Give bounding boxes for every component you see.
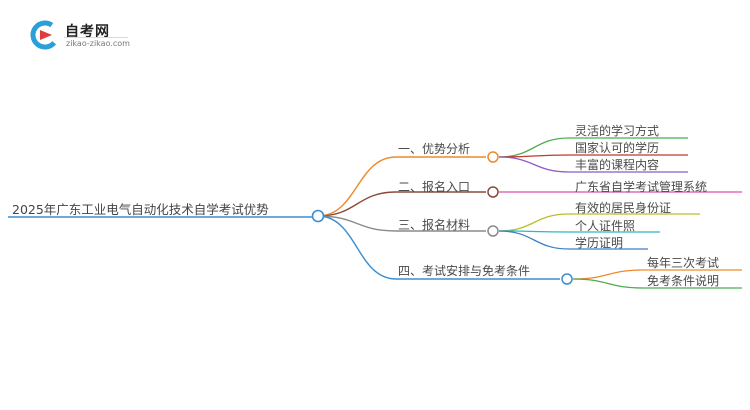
brand-url: zikao-zikao.com	[66, 39, 130, 48]
brand-divider	[64, 37, 128, 38]
branch-node	[487, 151, 499, 163]
branch-node	[561, 273, 573, 285]
leaf-degree-proof: 学历证明	[575, 236, 624, 250]
leaf-connector	[572, 269, 644, 280]
brand-logo-icon	[30, 20, 60, 50]
leaf-exam-system: 广东省自学考试管理系统	[575, 180, 708, 194]
leaf-connector	[498, 137, 570, 158]
leaf-rich-courses: 丰富的课程内容	[575, 158, 660, 172]
branch-schedule: 四、考试安排与免考条件	[398, 264, 531, 278]
leaf-connector	[498, 230, 570, 250]
branch-node	[487, 225, 499, 237]
leaf-connector	[498, 156, 570, 173]
leaf-recognized-degree: 国家认可的学历	[575, 141, 660, 155]
root-node	[311, 209, 325, 223]
branch-advantages: 一、优势分析	[398, 142, 471, 156]
leaf-id-card: 有效的居民身份证	[575, 201, 672, 215]
branch-connector	[317, 215, 397, 280]
branch-materials: 三、报名材料	[398, 218, 471, 232]
leaf-exemption: 免考条件说明	[647, 274, 720, 288]
leaf-connector	[572, 278, 644, 289]
branch-connector	[317, 191, 397, 217]
root-topic: 2025年广东工业电气自动化技术自学考试优势	[12, 202, 269, 217]
brand-name: 自考网	[65, 24, 110, 40]
leaf-flexible-study: 灵活的学习方式	[575, 124, 660, 138]
leaf-three-exams: 每年三次考试	[647, 256, 720, 270]
branch-registration-entry: 二、报名入口	[398, 180, 471, 194]
leaf-photo: 个人证件照	[575, 219, 636, 233]
branch-connector	[317, 156, 397, 217]
branch-node	[487, 186, 499, 198]
branch-connector	[317, 215, 397, 232]
leaf-connector	[498, 213, 570, 232]
